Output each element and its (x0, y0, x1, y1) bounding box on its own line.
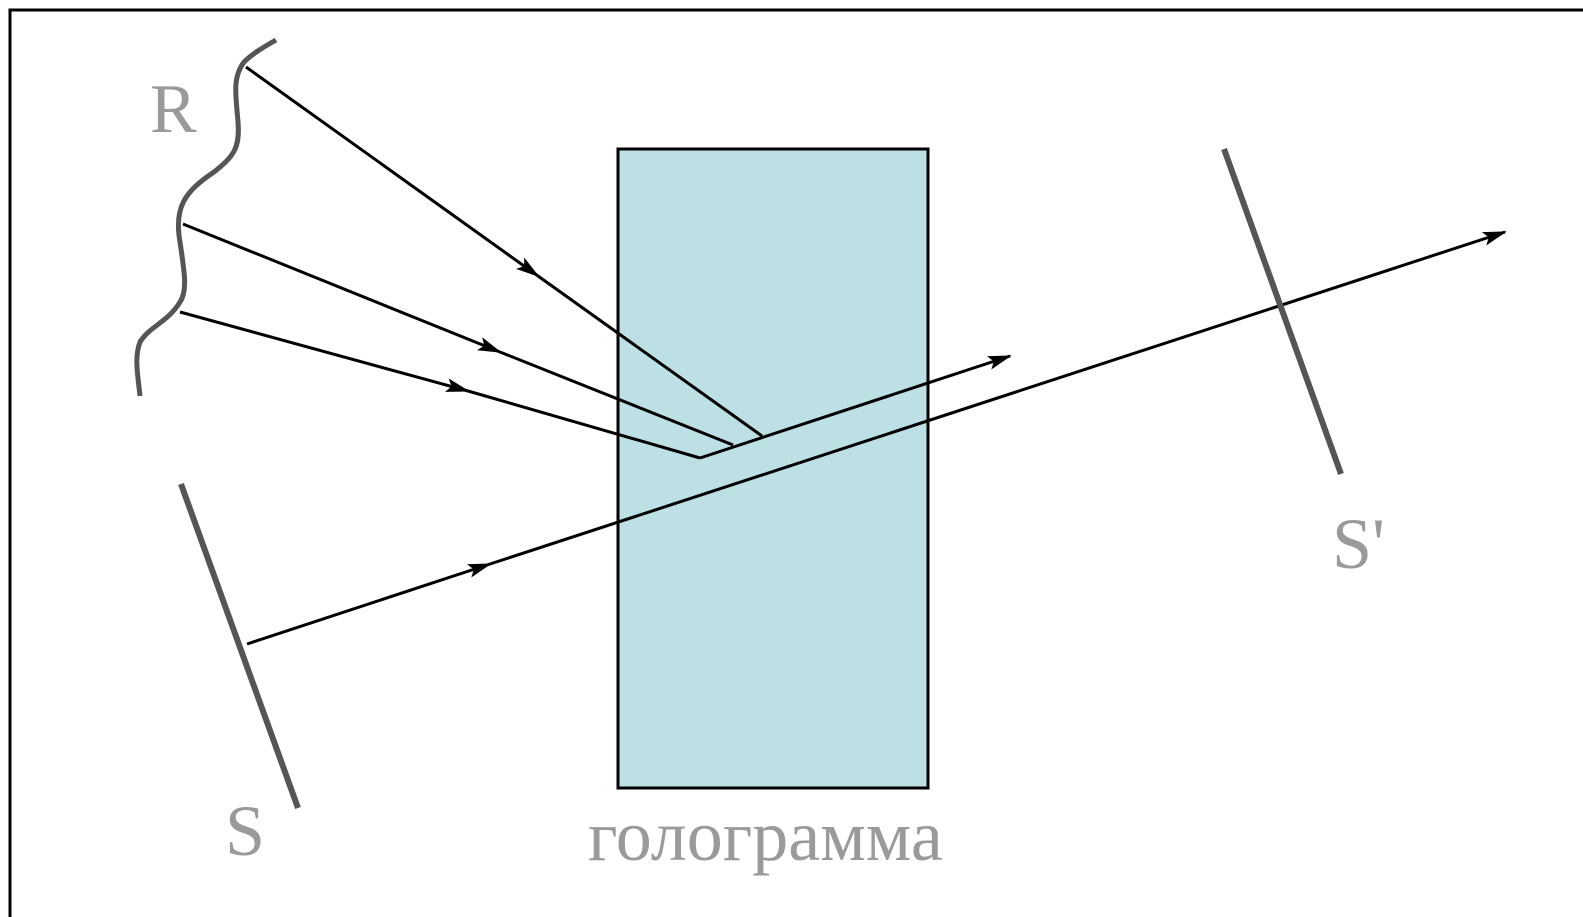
reconstructed-wave-label: S' (1332, 504, 1385, 584)
reference-wave-label: R (150, 71, 197, 148)
reference-ray-3 (179, 310, 470, 393)
object-wave-label: S (225, 791, 265, 871)
diffracted-ray (699, 354, 1012, 460)
figure-frame (8, 8, 1583, 917)
reference-ray-2 (182, 222, 502, 354)
hologram-label: голограмма (588, 796, 943, 876)
reference-ray-1 (245, 65, 540, 278)
hologram-plate (616, 147, 930, 790)
object-ray (246, 562, 492, 646)
reference-ray-3-continuation (467, 389, 701, 460)
reference-ray-1-continuation (537, 274, 763, 438)
reference-wavefront (134, 37, 278, 397)
reconstructed-wavefront (1221, 147, 1344, 476)
reference-ray-2-continuation (499, 350, 734, 447)
object-ray-continuation (489, 230, 1507, 566)
object-wavefront (178, 482, 301, 810)
